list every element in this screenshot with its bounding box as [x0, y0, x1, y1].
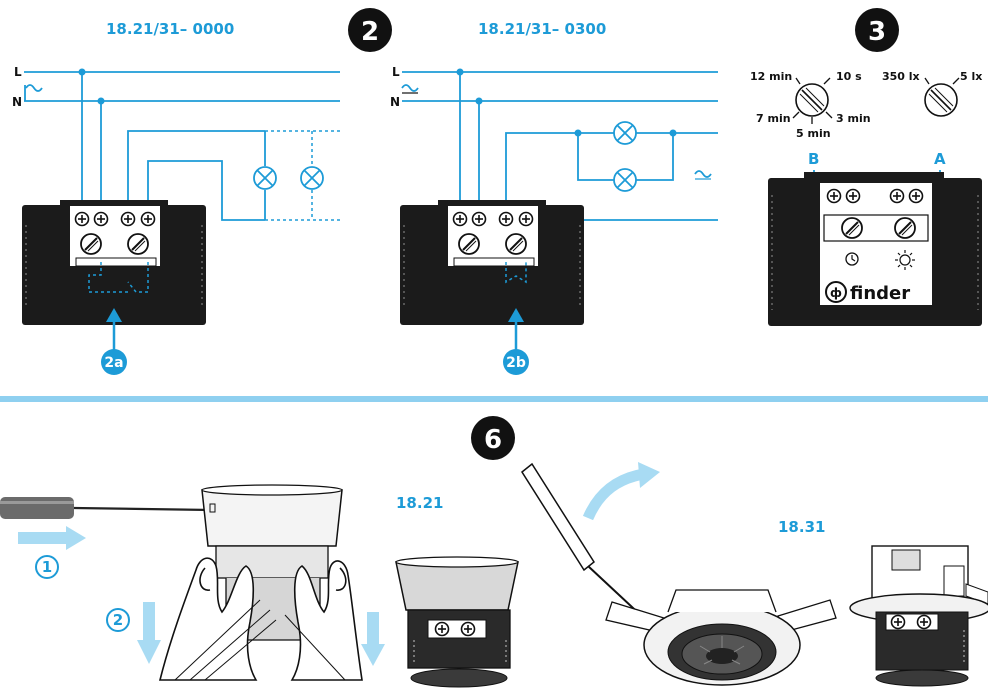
- callout-2b-label: 2b: [506, 355, 526, 371]
- diagram-2a: 18.21/31– 0000 L N: [12, 20, 340, 375]
- lux-min-label: 5 lx: [960, 70, 982, 83]
- diagram-2b: 18.21/31– 0300 L N: [390, 20, 718, 375]
- label-l: L: [14, 65, 22, 79]
- lever-arrow-icon: [638, 462, 660, 488]
- ac-symbol: [25, 84, 43, 92]
- label-n: N: [12, 95, 22, 109]
- section-6: 6 1 2: [0, 416, 988, 688]
- terminal-screw: [93, 211, 109, 227]
- sensor-18-31-illustration: [849, 545, 988, 687]
- pull-down-arrow-icon: [137, 640, 161, 664]
- section-2-badge: 2: [348, 8, 392, 52]
- terminal-screw: [120, 211, 136, 227]
- lamp-icon: [253, 166, 277, 190]
- label-a: A: [934, 150, 946, 168]
- flush-sensor-illustration: [605, 589, 837, 686]
- callout-2b: [503, 349, 529, 375]
- lamp-icon: [300, 166, 324, 190]
- brand-name: finder: [850, 283, 910, 304]
- step-1-label: 1: [42, 558, 52, 576]
- time-5min-label: 5 min: [796, 127, 831, 140]
- section-3: 3 12 min 10 s 3 min 5 min 7 min 350 lx 5…: [750, 8, 982, 326]
- callout-2a-label: 2a: [104, 355, 123, 371]
- callout-2a: [101, 349, 127, 375]
- section-6-badge: [471, 416, 515, 460]
- model-18-21-label: 18.21: [396, 494, 443, 512]
- time-dial-icon: [795, 83, 829, 117]
- clock-icon: [845, 252, 859, 266]
- lamp-icon: [613, 121, 637, 145]
- section-2-number: 2: [361, 17, 379, 47]
- lux-dial-icon: [924, 83, 958, 117]
- lamp-icon: [613, 168, 637, 192]
- label-l: L: [392, 65, 400, 79]
- time-10s-label: 10 s: [836, 70, 862, 83]
- finder-logo-icon: [825, 281, 847, 303]
- pull-down-arrow-icon: [361, 644, 385, 666]
- terminal-screw: [140, 211, 156, 227]
- svg-text:ф: ф: [830, 286, 842, 300]
- time-max-label: 12 min: [750, 70, 792, 83]
- time-7min-label: 7 min: [756, 112, 791, 125]
- label-n: N: [390, 95, 400, 109]
- section-6-number: 6: [484, 425, 502, 455]
- section-divider: [0, 396, 988, 402]
- hands-illustration: [158, 557, 363, 681]
- diagram-2b-title: 18.21/31– 0300: [478, 20, 606, 38]
- lux-max-label: 350 lx: [882, 70, 920, 83]
- push-arrow-icon: [66, 526, 86, 550]
- time-3min-label: 3 min: [836, 112, 871, 125]
- sensor-18-21-illustration: [395, 556, 519, 688]
- light-sensor-icon: [895, 250, 915, 270]
- diagram-2a-title: 18.21/31– 0000: [106, 20, 234, 38]
- section-3-number: 3: [868, 17, 886, 47]
- step-2-label: 2: [113, 611, 123, 629]
- terminal-screw: [74, 211, 90, 227]
- model-18-31-label: 18.31: [778, 518, 825, 536]
- section-3-badge: [855, 8, 899, 52]
- screwdriver-handle: [0, 497, 74, 519]
- label-b: B: [808, 150, 819, 168]
